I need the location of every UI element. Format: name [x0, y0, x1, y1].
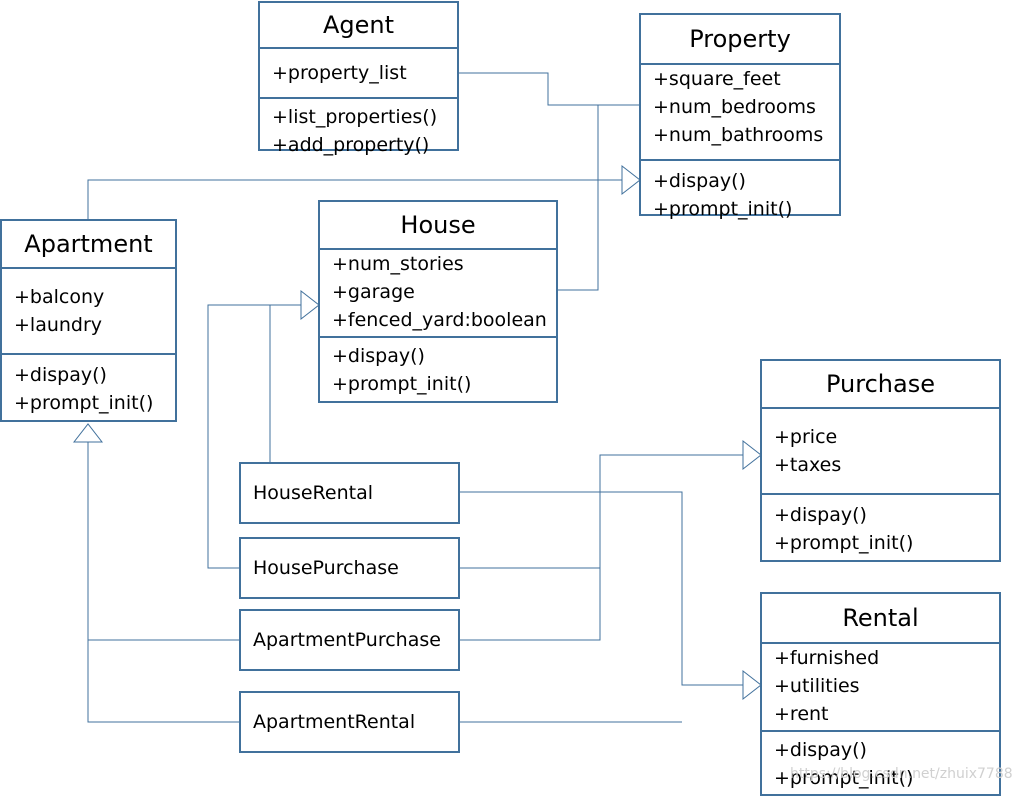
attributes-section: +furnished +utilities +rent — [762, 644, 999, 732]
connector-apartment-property — [87, 179, 622, 220]
arrowhead-purchase — [742, 439, 762, 471]
class-agent: Agent +property_list +list_properties() … — [258, 1, 459, 156]
connector-agent-property — [458, 72, 640, 106]
attribute: +num_stories — [332, 253, 464, 275]
attribute: +fenced_yard:boolean — [332, 309, 547, 331]
class-houserental: HouseRental — [239, 462, 460, 524]
connector-housepurchase-house — [207, 304, 301, 569]
method: +prompt_init() — [653, 198, 793, 220]
method: +prompt_init() — [774, 532, 914, 554]
arrowhead-house — [300, 289, 320, 321]
class-rental: Rental +furnished +utilities +rent +disp… — [760, 592, 1001, 796]
attributes-section: +num_stories +garage +fenced_yard:boolea… — [320, 250, 556, 338]
methods-section: +dispay() +prompt_init() — [2, 355, 175, 421]
method: +dispay() — [653, 170, 746, 192]
attribute: +num_bedrooms — [653, 96, 816, 118]
method: +dispay() — [774, 739, 867, 761]
attributes-section: +square_feet +num_bedrooms +num_bathroom… — [641, 65, 839, 161]
attributes-section: +balcony +laundry — [2, 269, 175, 355]
class-housepurchase: HousePurchase — [239, 537, 460, 599]
method: +prompt_init() — [332, 373, 472, 395]
arrowhead-apartment — [72, 423, 104, 443]
method: +dispay() — [332, 345, 425, 367]
attribute: +furnished — [774, 647, 880, 669]
connector-house-property — [557, 105, 599, 291]
attributes-section: +price +taxes — [762, 409, 999, 495]
connector-apartmentpurchase-purchase — [460, 454, 743, 641]
class-house: House +num_stories +garage +fenced_yard:… — [318, 200, 558, 403]
class-title: House — [320, 202, 556, 250]
arrowhead-property — [621, 164, 641, 196]
attribute: +garage — [332, 281, 415, 303]
attribute: +price — [774, 426, 838, 448]
arrowhead-rental — [742, 669, 762, 701]
methods-section: +dispay() +prompt_init() — [641, 161, 839, 227]
method: +dispay() — [774, 504, 867, 526]
method: +prompt_init() — [14, 392, 154, 414]
attribute: +property_list — [272, 62, 407, 84]
connector-apartmentrental-apartment — [87, 442, 240, 723]
methods-section: +list_properties() +add_property() — [260, 99, 457, 163]
class-title: Agent — [260, 3, 457, 49]
class-title: Property — [641, 15, 839, 65]
method: +add_property() — [272, 134, 430, 156]
attribute: +rent — [774, 703, 829, 725]
class-apartmentpurchase: ApartmentPurchase — [239, 609, 460, 671]
attribute: +balcony — [14, 286, 105, 308]
methods-section: +dispay() +prompt_init() — [762, 495, 999, 561]
attribute: +square_feet — [653, 68, 781, 90]
methods-section: +dispay() +prompt_init() — [320, 338, 556, 402]
connector-houserental-rental — [460, 491, 743, 686]
class-property: Property +square_feet +num_bedrooms +num… — [639, 13, 841, 220]
watermark: https://blog.csdn.net/zhuix7788 — [790, 766, 1013, 782]
methods-section: +dispay() +prompt_init() — [762, 732, 999, 796]
method: +dispay() — [14, 364, 107, 386]
class-title: Apartment — [2, 221, 175, 269]
attributes-section: +property_list — [260, 49, 457, 99]
attribute: +laundry — [14, 314, 103, 336]
class-apartment: Apartment +balcony +laundry +dispay() +p… — [0, 219, 177, 422]
attribute: +num_bathrooms — [653, 124, 824, 146]
class-title: Rental — [762, 594, 999, 644]
class-apartmentrental: ApartmentRental — [239, 691, 460, 753]
method: +list_properties() — [272, 106, 438, 128]
attribute: +utilities — [774, 675, 860, 697]
method: +prompt_init() — [774, 767, 914, 789]
class-title: Purchase — [762, 361, 999, 409]
class-purchase: Purchase +price +taxes +dispay() +prompt… — [760, 359, 1001, 562]
attribute: +taxes — [774, 454, 842, 476]
